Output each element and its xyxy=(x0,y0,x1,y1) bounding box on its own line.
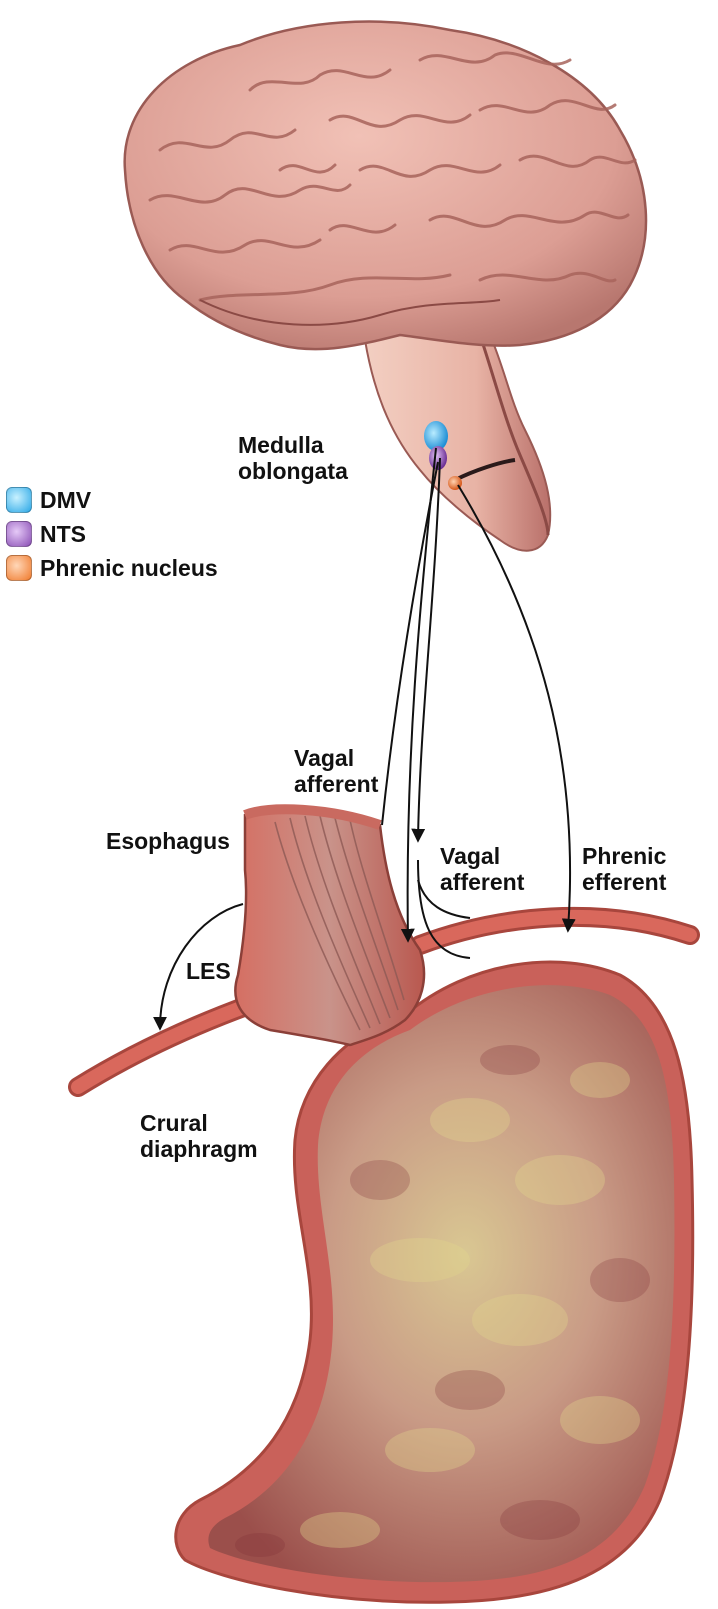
phrenic-nucleus-swatch xyxy=(6,555,32,581)
legend-label-phrenic-nucleus: Phrenic nucleus xyxy=(40,554,218,581)
dmv-swatch xyxy=(6,487,32,513)
legend-item-phrenic-nucleus: Phrenic nucleus xyxy=(6,551,218,585)
label-phrenic-efferent: Phrenic efferent xyxy=(582,843,666,895)
vagal-efferent-path xyxy=(400,447,437,943)
label-vagal-right-line1: Vagal xyxy=(440,843,501,869)
phrenic-efferent-path xyxy=(457,484,576,933)
label-vagal-top-line2: afferent xyxy=(294,771,379,797)
les-path xyxy=(153,903,244,1031)
esophagus-tube xyxy=(234,804,426,1047)
label-vagal-afferent-top: Vagal afferent xyxy=(294,745,378,797)
label-vagal-right-line2: afferent xyxy=(440,869,525,895)
legend-item-dmv: DMV xyxy=(6,483,218,517)
legend-label-dmv: DMV xyxy=(40,486,92,513)
stomach xyxy=(174,960,695,1604)
vagal-afferent-path-2 xyxy=(411,457,441,843)
label-vagal-top-line1: Vagal xyxy=(294,745,355,771)
label-medulla-line2: oblongata xyxy=(238,458,348,484)
legend-item-nts: NTS xyxy=(6,517,218,551)
label-esophagus: Esophagus xyxy=(106,828,230,854)
label-phrenic-line1: Phrenic xyxy=(582,843,667,869)
nts-swatch xyxy=(6,521,32,547)
nerve-pathways xyxy=(153,447,576,1031)
brain xyxy=(123,20,648,351)
label-crural-line1: Crural xyxy=(140,1110,208,1136)
vagal-afferent-diaphragm-branch xyxy=(417,879,471,919)
label-crural-diaphragm: Crural diaphragm xyxy=(140,1110,258,1162)
vagal-afferent-stomach-branch xyxy=(417,859,471,959)
label-crural-line2: diaphragm xyxy=(140,1136,258,1162)
nuclei xyxy=(424,421,462,490)
brainstem xyxy=(363,330,552,552)
label-medulla-line1: Medulla xyxy=(238,432,324,458)
label-medulla-oblongata: Medulla oblongata xyxy=(238,432,348,484)
legend-label-nts: NTS xyxy=(40,520,86,547)
label-phrenic-line2: efferent xyxy=(582,869,667,895)
dmv-nucleus xyxy=(424,421,448,451)
legend: DMV NTS Phrenic nucleus xyxy=(6,483,218,585)
label-les: LES xyxy=(186,958,231,984)
label-vagal-afferent-right: Vagal afferent xyxy=(440,843,524,895)
